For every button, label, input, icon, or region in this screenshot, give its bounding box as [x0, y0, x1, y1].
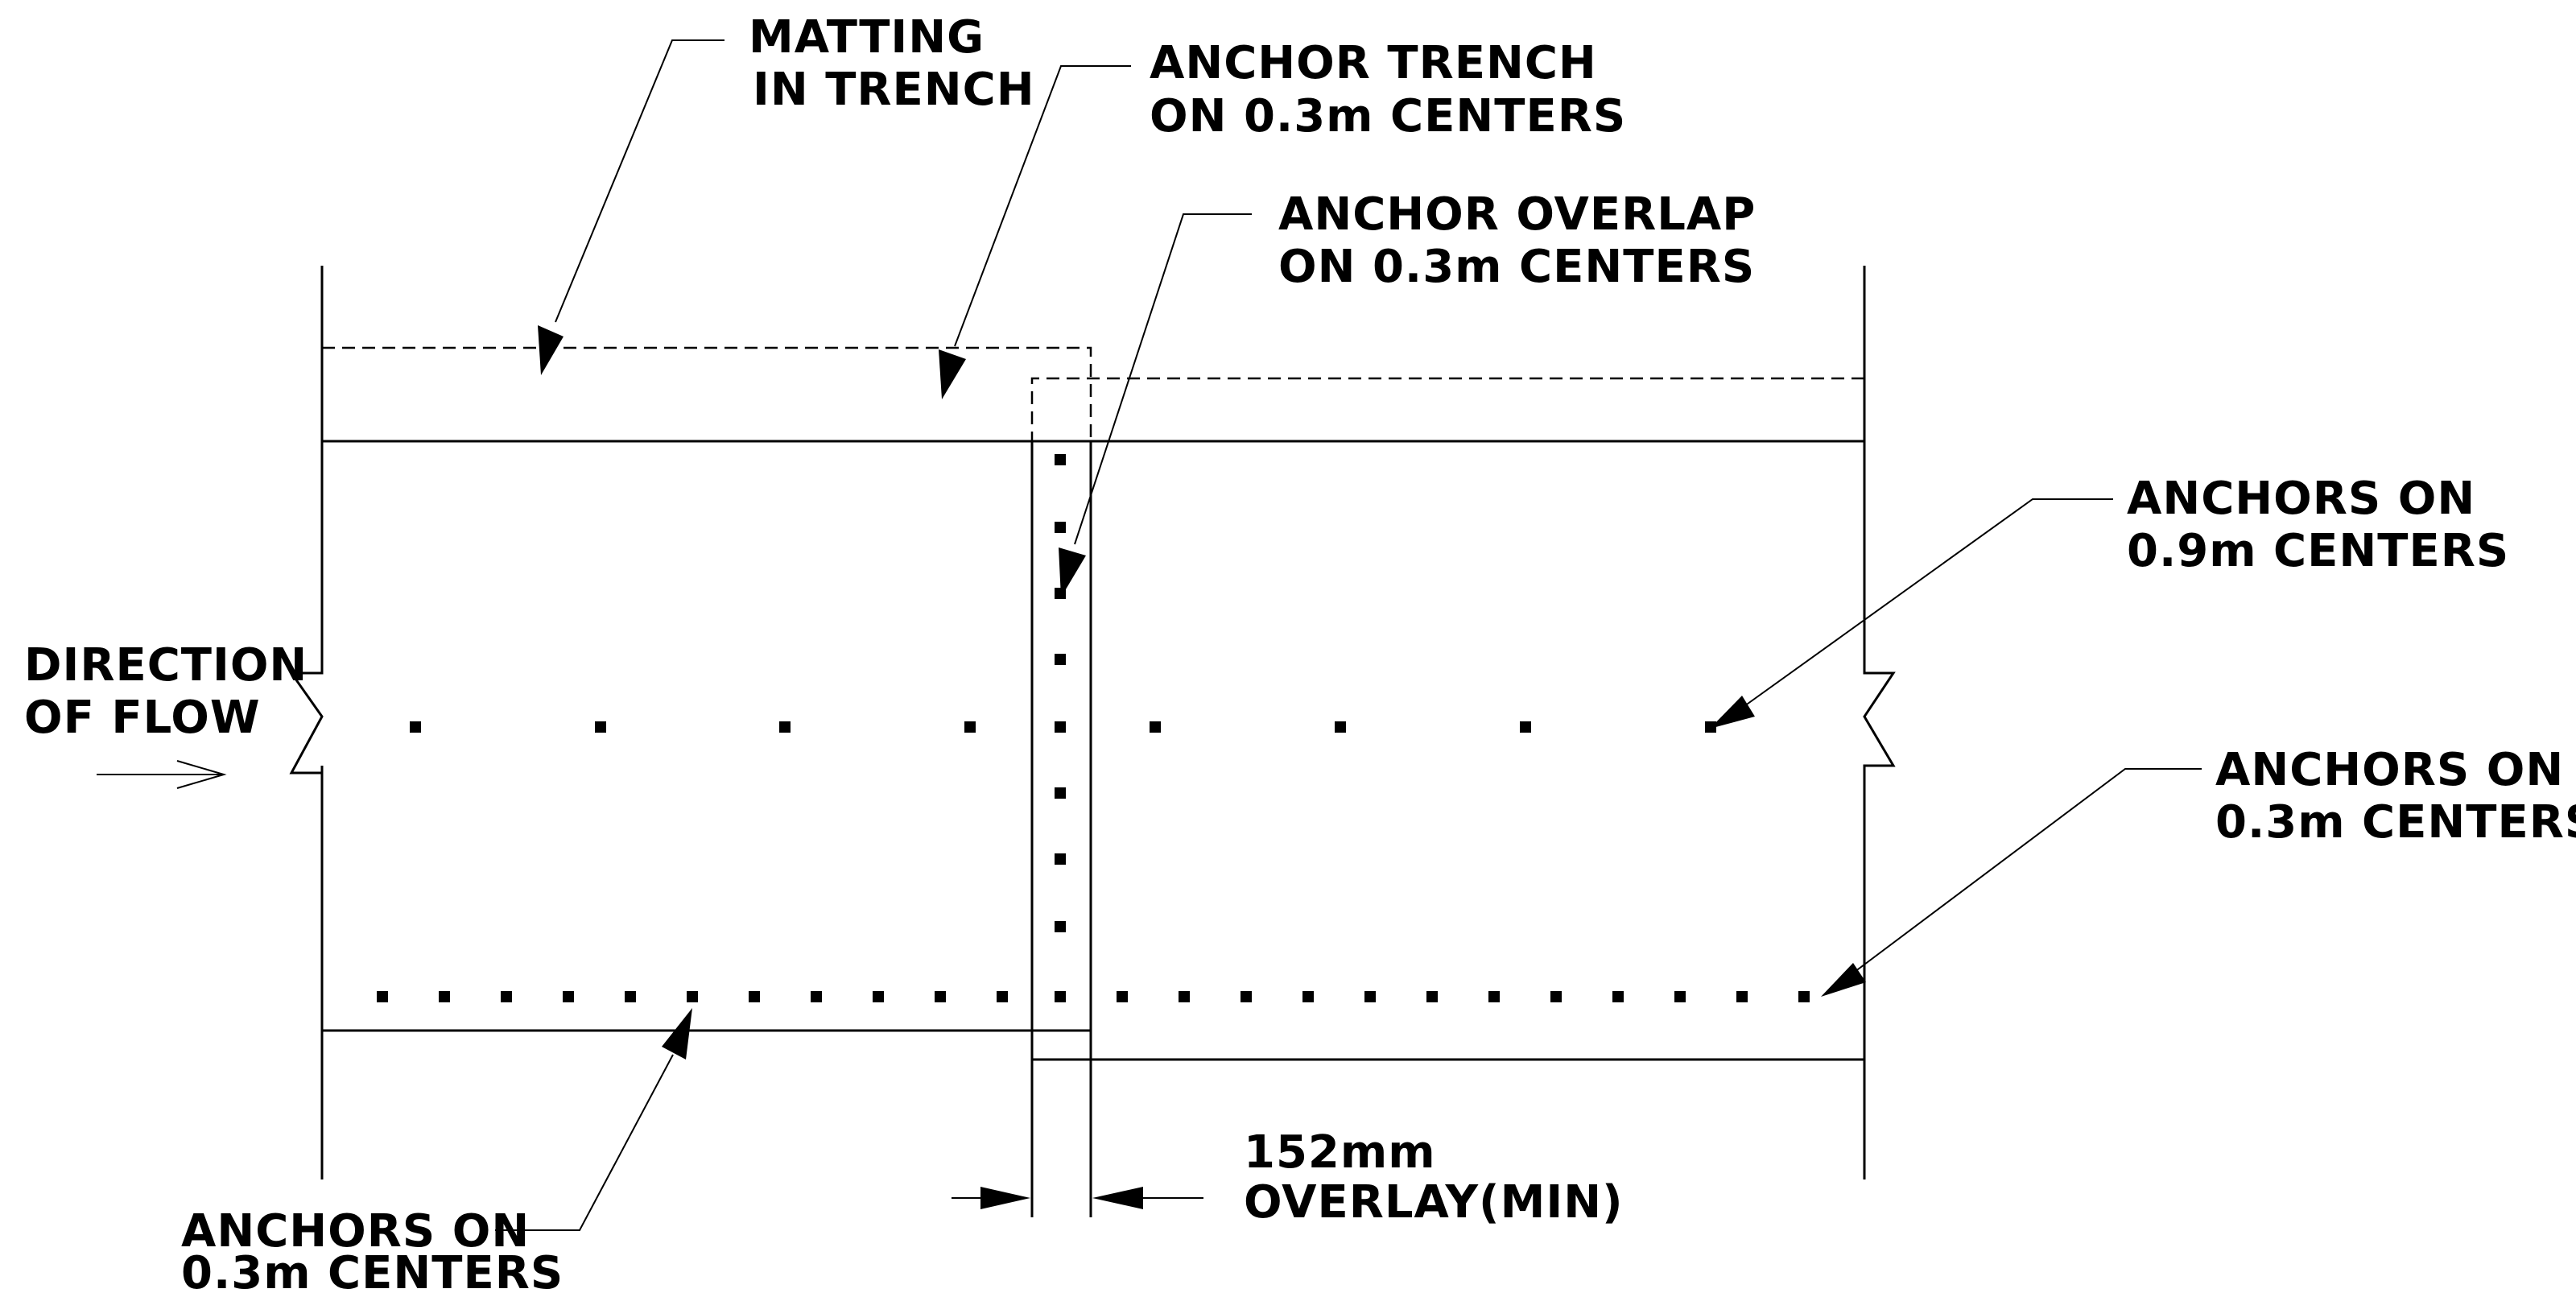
- anchor: [1550, 991, 1562, 1002]
- anchor: [1798, 991, 1810, 1002]
- overlay-dimension-arrows: [952, 1187, 1203, 1209]
- anchor: [1055, 853, 1066, 865]
- anchor: [1364, 991, 1376, 1002]
- leader-anchors-03m-bottom: [495, 1008, 692, 1231]
- anchor: [377, 991, 388, 1002]
- anchor: [1055, 454, 1066, 465]
- anchor: [1426, 991, 1438, 1002]
- anchor: [501, 991, 512, 1002]
- anchor: [1179, 991, 1190, 1002]
- anchor: [1335, 721, 1346, 733]
- label-anchors-03m-right: ANCHORS ON 0.3m CENTERS: [2215, 744, 2576, 849]
- anchor: [1520, 721, 1531, 733]
- overlap-anchors: [1055, 454, 1066, 932]
- anchor: [1117, 991, 1128, 1002]
- anchor: [935, 991, 946, 1002]
- anchor: [1055, 522, 1066, 533]
- bottom-row-anchors: [377, 991, 1810, 1002]
- anchor: [1674, 991, 1686, 1002]
- label-anchors-03m-bottom: ANCHORS ON 0.3m CENTERS: [181, 1205, 564, 1293]
- anchor: [1488, 991, 1500, 1002]
- anchor: [1055, 721, 1066, 733]
- anchor: [873, 991, 884, 1002]
- anchor: [1705, 721, 1716, 733]
- anchor: [1055, 921, 1066, 932]
- leader-matting-in-trench: [538, 39, 724, 375]
- label-matting-in-trench: MATTING IN TRENCH: [749, 11, 1035, 116]
- leader-anchors-03m-right: [1821, 768, 2202, 997]
- anchor: [595, 721, 606, 733]
- downstream-trench-dashed: [1030, 377, 1864, 1060]
- anchor: [1055, 787, 1066, 799]
- anchor: [1241, 991, 1252, 1002]
- label-overlay: 152mm OVERLAY(MIN): [1244, 1126, 1624, 1229]
- label-anchor-trench: ANCHOR TRENCH ON 0.3m CENTERS: [1150, 37, 1626, 143]
- label-direction-of-flow: DIRECTION OF FLOW: [24, 639, 324, 744]
- middle-row-anchors: [410, 721, 1716, 733]
- anchor: [749, 991, 760, 1002]
- leader-anchor-trench: [939, 65, 1131, 399]
- anchor: [779, 721, 791, 733]
- anchor: [1302, 991, 1314, 1002]
- anchor: [625, 991, 636, 1002]
- anchor: [410, 721, 421, 733]
- anchor: [811, 991, 822, 1002]
- label-anchor-overlap: ANCHOR OVERLAP ON 0.3m CENTERS: [1278, 188, 1773, 293]
- anchor: [1736, 991, 1748, 1002]
- anchor: [439, 991, 450, 1002]
- anchor: [997, 991, 1008, 1002]
- downstream-matting: [1030, 440, 1896, 1061]
- anchor: [1612, 991, 1624, 1002]
- leader-anchor-overlap: [1059, 213, 1252, 597]
- anchor: [1150, 721, 1161, 733]
- anchor: [964, 721, 976, 733]
- label-anchors-09m: ANCHORS ON 0.9m CENTERS: [2127, 473, 2509, 577]
- anchor: [687, 991, 698, 1002]
- upstream-trench-dashed: [322, 346, 1092, 1031]
- anchor: [1055, 654, 1066, 665]
- anchor: [563, 991, 574, 1002]
- anchor: [1055, 991, 1066, 1002]
- flow-arrow: [97, 760, 227, 789]
- leader-anchors-09m: [1710, 498, 2113, 729]
- upstream-matting: [289, 440, 1092, 1032]
